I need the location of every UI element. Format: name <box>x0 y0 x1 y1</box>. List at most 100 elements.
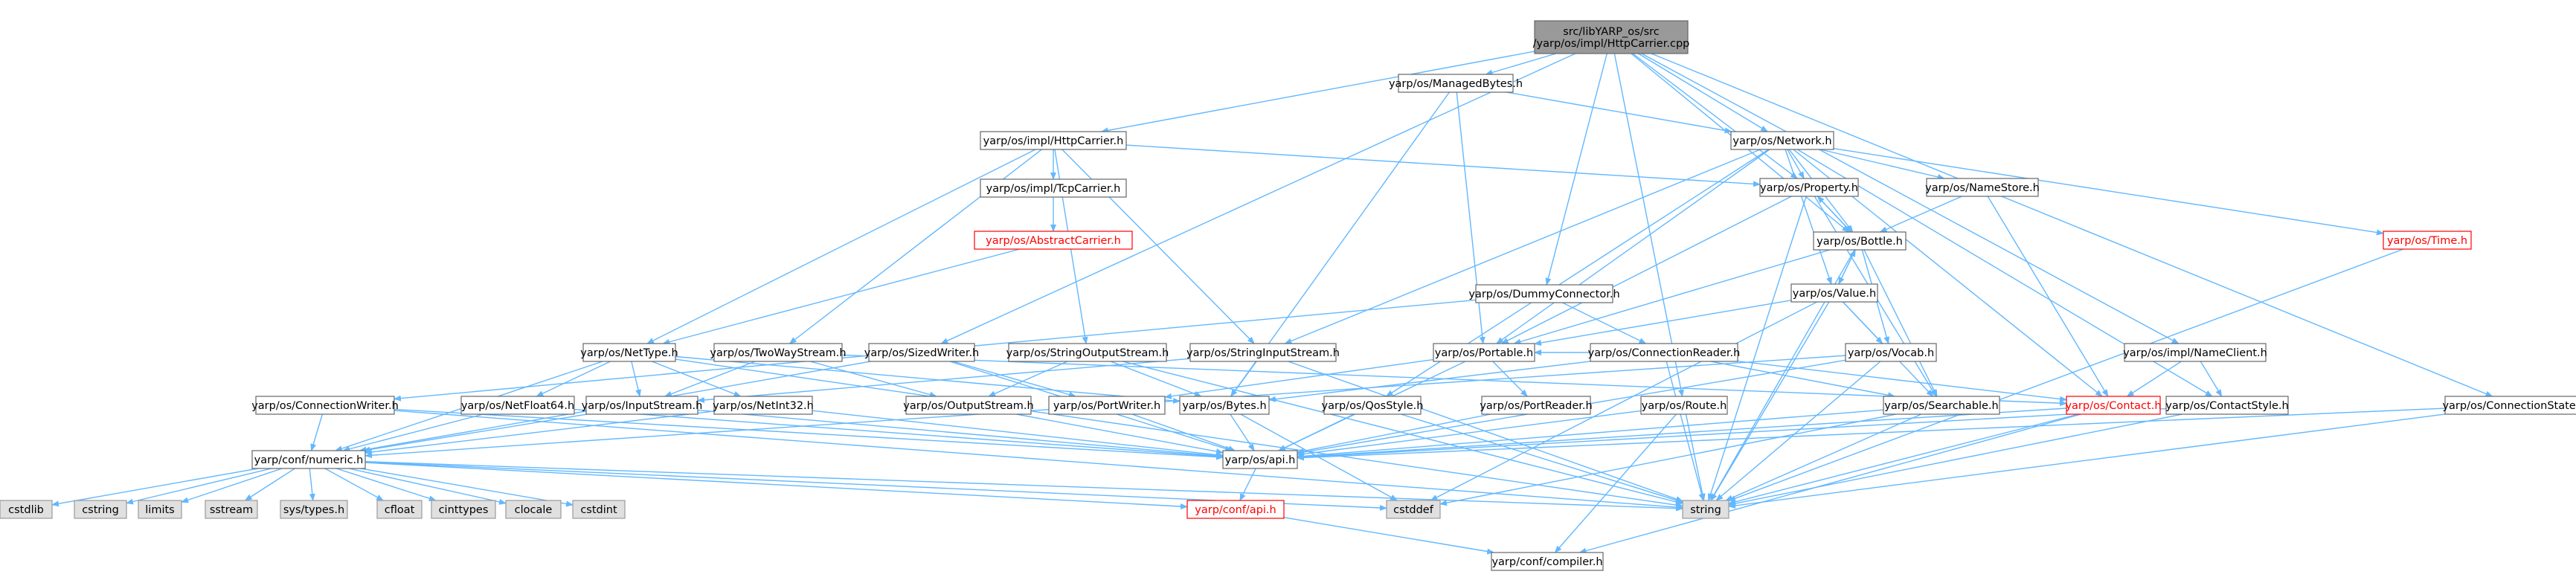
node-sized[interactable]: yarp/os/SizedWriter.h <box>864 343 980 362</box>
node-contact[interactable]: yarp/os/Contact.h <box>2065 396 2162 415</box>
edge-abstract-to-nettype <box>662 248 1020 345</box>
node-outputstream[interactable]: yarp/os/OutputStream.h <box>903 396 1034 415</box>
node-sos[interactable]: yarp/os/StringOutputStream.h <box>1006 343 1169 362</box>
edge-property-to-string <box>1707 196 1807 501</box>
node-box <box>251 450 366 469</box>
node-network[interactable]: yarp/os/Network.h <box>1730 131 1834 150</box>
node-nameclient[interactable]: yarp/os/impl/NameClient.h <box>2123 343 2267 362</box>
node-label: yarp/os/QosStyle.h <box>1322 400 1424 412</box>
node-box <box>1534 20 1689 54</box>
node-label: yarp/os/impl/NameClient.h <box>2123 347 2267 359</box>
node-portable[interactable]: yarp/os/Portable.h <box>1433 343 1535 362</box>
node-tcp[interactable]: yarp/os/impl/TcpCarrier.h <box>980 178 1127 198</box>
node-label: yarp/os/ConnectionWriter.h <box>251 400 399 412</box>
edge-inputstream-to-api <box>697 409 1224 459</box>
node-sis[interactable]: yarp/os/StringInputStream.h <box>1186 343 1340 362</box>
node-label: sys/types.h <box>283 504 344 516</box>
node-box <box>1790 283 1878 303</box>
node-label: yarp/os/Network.h <box>1732 135 1831 147</box>
edge-root-to-http_h <box>1100 51 1535 134</box>
edge-portwriter-to-api <box>1131 413 1236 451</box>
node-label: sstream <box>210 504 253 516</box>
edge-connstate-to-string <box>1728 413 2446 509</box>
edge-time-to-string <box>1728 248 2404 502</box>
node-compiler[interactable]: yarp/conf/compiler.h <box>1491 552 1604 571</box>
node-label: limits <box>145 504 174 516</box>
node-numeric[interactable]: yarp/conf/numeric.h <box>251 450 366 469</box>
node-qos[interactable]: yarp/os/QosStyle.h <box>1322 396 1424 415</box>
edge-value-to-cstddef <box>1430 301 1817 501</box>
node-box <box>1048 396 1166 415</box>
edge-twoway-to-inputstream <box>664 361 756 397</box>
edge-sos-to-outputstream <box>988 361 1068 397</box>
edge-connreader-to-string <box>1666 361 1705 501</box>
node-inputstream[interactable]: yarp/os/InputStream.h <box>582 396 703 415</box>
edge-api-to-confapi <box>1239 468 1256 501</box>
node-namestore[interactable]: yarp/os/NameStore.h <box>1925 178 2040 197</box>
node-connwriter[interactable]: yarp/os/ConnectionWriter.h <box>251 396 399 415</box>
edge-contact-to-string <box>1728 413 2079 505</box>
node-value[interactable]: yarp/os/Value.h <box>1790 283 1878 303</box>
edge-numeric-to-string <box>364 461 1683 512</box>
edge-root-to-managed <box>1485 53 1557 76</box>
node-cstdlib: cstdlib <box>0 500 53 519</box>
node-cinttypes: cinttypes <box>431 500 496 519</box>
node-http_h[interactable]: yarp/os/impl/HttpCarrier.h <box>980 131 1127 150</box>
node-bytes[interactable]: yarp/os/Bytes.h <box>1179 396 1270 415</box>
node-label: /yarp/os/impl/HttpCarrier.cpp <box>1533 38 1690 50</box>
node-label: yarp/os/PortWriter.h <box>1053 400 1160 412</box>
node-netint[interactable]: yarp/os/NetInt32.h <box>713 396 814 415</box>
edge-confapi-to-compiler <box>1283 517 1495 555</box>
edge-network-to-value <box>1785 149 1832 285</box>
node-dummy[interactable]: yarp/os/DummyConnector.h <box>1468 284 1620 303</box>
node-vocab[interactable]: yarp/os/Vocab.h <box>1845 343 1937 362</box>
node-box <box>1398 74 1514 93</box>
node-confapi[interactable]: yarp/conf/api.h <box>1186 500 1285 519</box>
node-bottle[interactable]: yarp/os/Bottle.h <box>1813 231 1907 251</box>
node-box <box>1682 500 1729 519</box>
node-managed[interactable]: yarp/os/ManagedBytes.h <box>1389 74 1523 93</box>
node-label: yarp/os/Property.h <box>1760 182 1858 194</box>
node-label: yarp/os/Bottle.h <box>1817 236 1903 248</box>
node-label: yarp/os/Bytes.h <box>1182 400 1266 412</box>
node-label: yarp/os/api.h <box>1225 454 1296 466</box>
node-route[interactable]: yarp/os/Route.h <box>1640 396 1728 415</box>
edge-nettype-to-bytes <box>675 355 1181 404</box>
node-property[interactable]: yarp/os/Property.h <box>1759 178 1859 197</box>
node-box <box>1759 178 1859 197</box>
node-label: yarp/os/PortReader.h <box>1480 400 1592 412</box>
node-contactstyle[interactable]: yarp/os/ContactStyle.h <box>2165 396 2289 415</box>
node-root[interactable]: src/libYARP_os/src/yarp/os/impl/HttpCarr… <box>1533 20 1690 54</box>
node-label: yarp/conf/compiler.h <box>1491 556 1602 568</box>
node-label: cinttypes <box>439 504 489 516</box>
node-abstract[interactable]: yarp/os/AbstractCarrier.h <box>974 231 1133 250</box>
node-twoway[interactable]: yarp/os/TwoWayStream.h <box>710 343 847 362</box>
node-api[interactable]: yarp/os/api.h <box>1222 450 1298 469</box>
edge-numeric-to-limits <box>181 468 283 503</box>
node-box <box>582 343 676 362</box>
edge-bottle-to-property <box>1817 196 1852 233</box>
node-portwriter[interactable]: yarp/os/PortWriter.h <box>1048 396 1166 415</box>
node-connstate[interactable]: yarp/os/ConnectionState.h <box>2442 396 2576 415</box>
node-box <box>980 131 1127 150</box>
node-portreader[interactable]: yarp/os/PortReader.h <box>1480 396 1593 415</box>
node-netfloat[interactable]: yarp/os/NetFloat64.h <box>460 396 575 415</box>
edge-value-to-portable <box>1534 300 1792 346</box>
node-label: src/libYARP_os/src <box>1563 26 1660 38</box>
node-label: yarp/os/NetType.h <box>580 347 678 359</box>
node-nettype[interactable]: yarp/os/NetType.h <box>580 343 678 362</box>
node-box <box>1491 552 1604 571</box>
edge-nettype-to-netfloat <box>536 361 611 397</box>
node-label: yarp/os/ConnectionReader.h <box>1588 347 1741 359</box>
edge-qos-to-api <box>1277 413 1355 451</box>
edge-contact-to-api <box>1297 408 2067 460</box>
node-box <box>460 396 575 415</box>
dependency-edges <box>51 51 2493 555</box>
node-connreader[interactable]: yarp/os/ConnectionReader.h <box>1588 343 1741 362</box>
edge-netfloat-to-numeric <box>342 413 484 452</box>
node-cfloat: cfloat <box>376 500 423 519</box>
edge-bottle-to-portable <box>1513 249 1830 345</box>
node-time[interactable]: yarp/os/Time.h <box>2383 231 2472 250</box>
node-searchable[interactable]: yarp/os/Searchable.h <box>1883 396 2000 415</box>
